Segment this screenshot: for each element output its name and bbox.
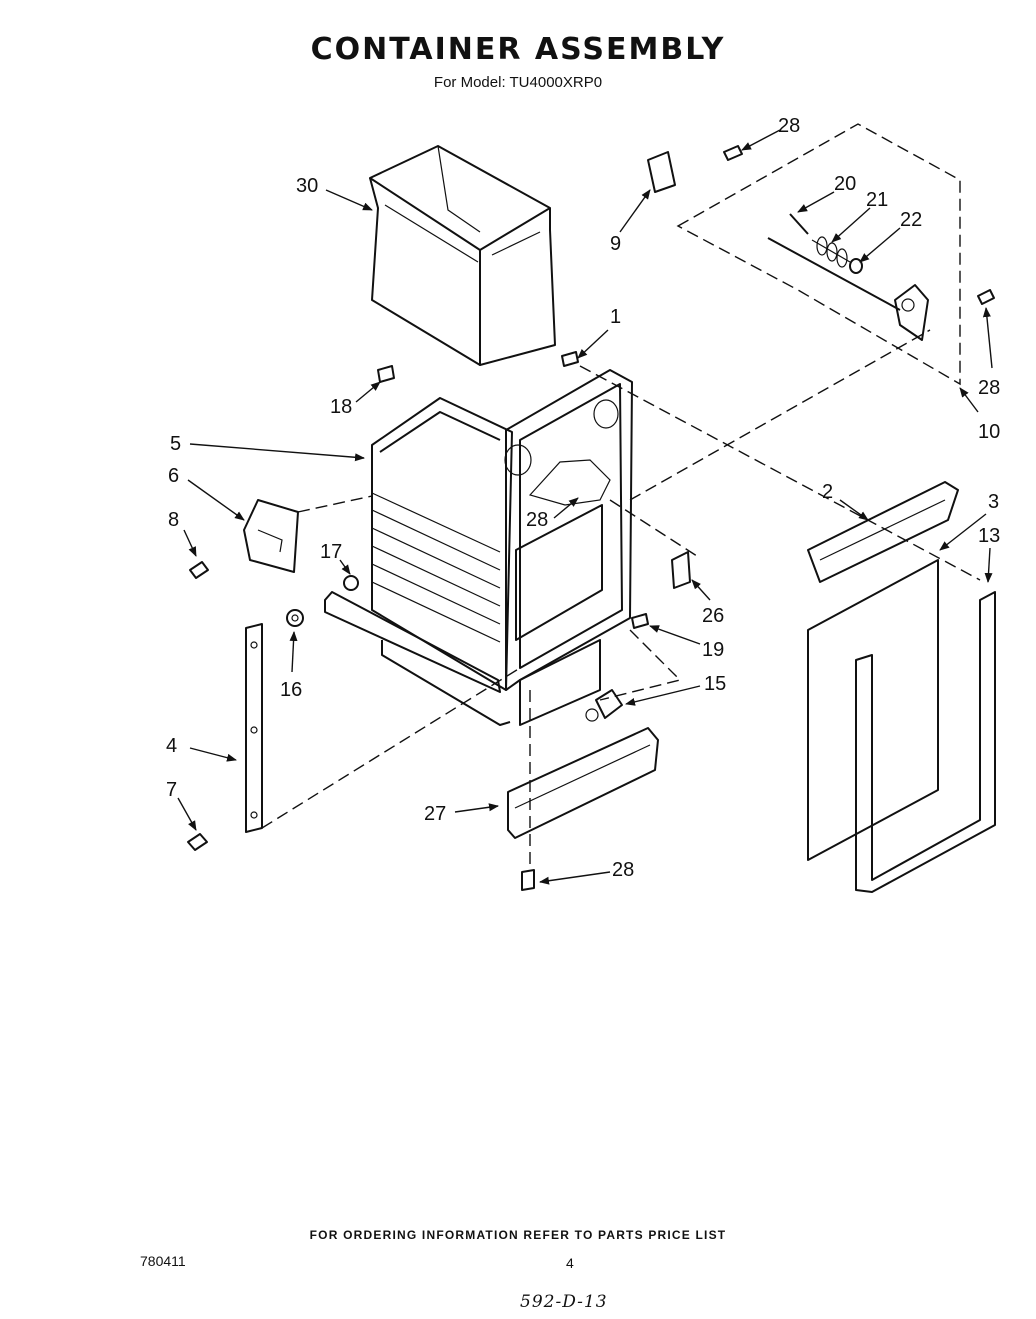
part-4-side-strip <box>245 623 263 833</box>
callout-1: 1 <box>610 306 621 328</box>
part-8-screw <box>189 561 209 579</box>
part-1-back-panel <box>504 369 633 726</box>
part-30-container-bag <box>369 145 556 366</box>
callout-22: 22 <box>900 209 922 231</box>
page-title: CONTAINER ASSEMBLY <box>310 32 726 67</box>
callout-15: 15 <box>704 673 726 695</box>
callout-17: 17 <box>320 541 342 563</box>
screw-28-bottom <box>521 869 535 891</box>
handwritten-reference: 592-D-13 <box>520 1292 608 1312</box>
callout-9: 9 <box>610 233 621 255</box>
callout-6: 6 <box>168 465 179 487</box>
ordering-note: FOR ORDERING INFORMATION REFER TO PARTS … <box>309 1228 727 1242</box>
screw-28-top <box>723 145 743 161</box>
callout-28-bottom: 28 <box>612 859 634 881</box>
model-subtitle: For Model: TU4000XRP0 <box>433 74 603 91</box>
part-27-bottom-trim <box>507 727 659 839</box>
screw-18 <box>377 365 395 383</box>
callout-28-top: 28 <box>778 115 800 137</box>
callout-28-right: 28 <box>978 377 1000 399</box>
part-17-nut <box>343 575 359 591</box>
callout-26: 26 <box>702 605 724 627</box>
callout-2: 2 <box>822 481 833 503</box>
callout-8: 8 <box>168 509 179 531</box>
callout-16: 16 <box>280 679 302 701</box>
callout-10: 10 <box>978 421 1000 443</box>
part-26-clip <box>671 551 691 589</box>
callout-30: 30 <box>296 175 318 197</box>
assembly-lines <box>261 123 981 870</box>
part-13-door-frame <box>855 591 996 893</box>
callout-27: 27 <box>424 803 446 825</box>
callout-leaders <box>177 129 993 885</box>
callout-4: 4 <box>166 735 177 757</box>
part-2-door-trim <box>807 481 959 583</box>
part-15-foot <box>585 689 623 722</box>
part-16-washer <box>286 609 304 627</box>
callout-20: 20 <box>834 173 856 195</box>
screw-28-right <box>977 289 995 305</box>
document-number: 780411 <box>140 1253 186 1269</box>
part-10-latch-plate <box>894 284 929 341</box>
callout-21: 21 <box>866 189 888 211</box>
part-20-21-22-latch-rod <box>767 213 901 311</box>
callout-5: 5 <box>170 433 181 455</box>
side-rail <box>324 591 501 693</box>
part-9-hinge-bracket <box>647 151 676 193</box>
callout-13: 13 <box>978 525 1000 547</box>
page-number: 4 <box>566 1255 574 1271</box>
part-5-container-housing <box>371 397 513 726</box>
screw-1 <box>561 351 579 367</box>
callout-19: 19 <box>702 639 724 661</box>
screw-19 <box>631 613 649 629</box>
part-3-door-panel <box>807 559 939 861</box>
callout-18: 18 <box>330 396 352 418</box>
callout-3: 3 <box>988 491 999 513</box>
callout-28-panel: 28 <box>526 509 548 531</box>
part-6-bracket <box>243 499 299 573</box>
callout-7: 7 <box>166 779 177 801</box>
part-7-screw <box>187 833 208 851</box>
